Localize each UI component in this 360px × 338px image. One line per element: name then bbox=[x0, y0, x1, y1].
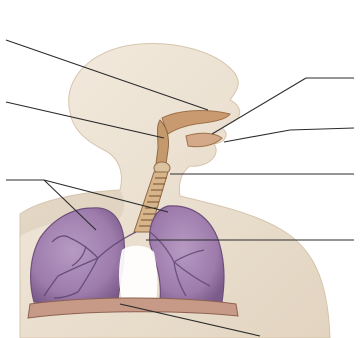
mediastinum bbox=[119, 246, 157, 300]
